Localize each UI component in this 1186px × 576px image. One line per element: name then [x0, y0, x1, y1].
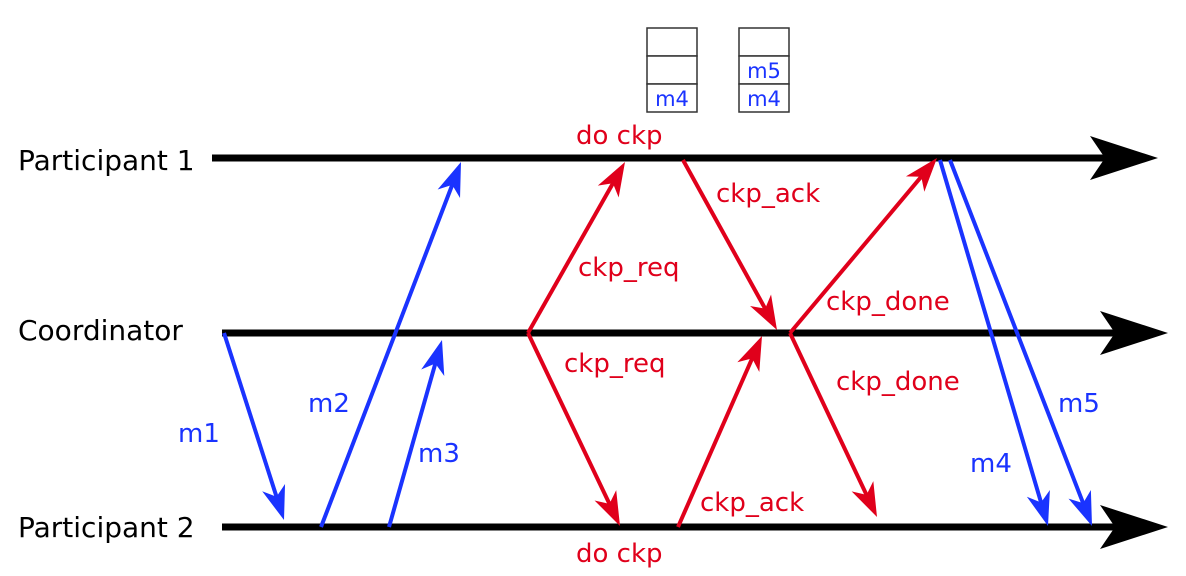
queue-slot: [646, 55, 698, 85]
message-m3-label: m3: [418, 439, 460, 469]
ckp-done-to-participant-1-arrow-head: [905, 158, 937, 192]
ckp-ack-from-participant-2-arrow-shaft: [676, 356, 755, 528]
message-m5-arrow-shaft: [948, 159, 1086, 505]
message-m3-arrow-head: [421, 340, 445, 376]
timelines: [212, 136, 1168, 549]
ckp-ack-from-participant-1-arrow-shaft: [681, 159, 768, 311]
message-m2-arrow-shaft: [319, 183, 455, 528]
coordinator-label: Coordinator: [18, 314, 183, 347]
timeline-participant-1-arrowhead: [1090, 136, 1158, 180]
queue-slot: [738, 83, 790, 113]
message-m3-arrow: [387, 340, 445, 528]
ckp-ack-from-participant-2-label: ckp_ack: [700, 488, 804, 518]
ckp-ack-from-participant-1-arrow-head: [750, 294, 777, 330]
message-queue-1: m4: [646, 27, 698, 113]
ckp-req-to-participant-1-arrow: [526, 162, 625, 334]
message-m1-label: m1: [178, 419, 220, 449]
ckp-ack-from-participant-2-arrow-head: [737, 336, 762, 372]
timeline-coordinator-arrowhead: [1100, 311, 1168, 355]
message-m1-arrow-shaft: [222, 332, 279, 498]
ckp-req-to-participant-2-arrow-shaft: [526, 332, 612, 506]
message-queue-2: m5 m4: [738, 27, 790, 113]
queue-slot: [738, 27, 790, 57]
message-m5-arrow: [948, 159, 1092, 526]
application-message-arrows: [222, 159, 1092, 528]
queue-slot: [646, 27, 698, 57]
ckp-done-to-participant-1-arrow: [788, 158, 937, 335]
participant-2-label: Participant 2: [18, 511, 195, 544]
timeline-participant-2-arrowhead: [1100, 505, 1168, 549]
ckp-req-to-participant-1-label: ckp_req: [578, 253, 679, 283]
message-m1-arrow-head: [262, 483, 286, 520]
ckp-done-to-participant-1-arrow-shaft: [788, 174, 924, 335]
queue-slot: [646, 83, 698, 113]
ckp-req-to-participant-1-arrow-shaft: [526, 181, 615, 334]
message-m4-label: m4: [970, 449, 1012, 479]
message-m2-arrow-head: [437, 162, 461, 199]
queue-slot-text: m4: [747, 87, 781, 111]
ckp-done-to-participant-2-arrow-shaft: [788, 332, 869, 497]
message-m4-arrow: [938, 159, 1050, 526]
do-ckp-participant-2-label: do ckp: [576, 539, 663, 569]
ckp-req-to-participant-1-arrow-head: [597, 162, 625, 198]
participant-1-label: Participant 1: [18, 144, 195, 177]
message-m4-arrow-shaft: [938, 159, 1044, 504]
queue-slot: [738, 55, 790, 85]
ckp-req-to-participant-2-label: ckp_req: [564, 349, 665, 379]
message-m2-label: m2: [308, 389, 350, 419]
ckp-done-to-participant-2-arrow-head: [851, 481, 877, 517]
ckp-req-to-participant-2-arrow-head: [594, 490, 620, 526]
ckp-done-to-participant-2-label: ckp_done: [836, 367, 960, 397]
message-m3-arrow-shaft: [387, 362, 438, 528]
queue-slot-text: m5: [747, 59, 781, 83]
message-m5-label: m5: [1058, 389, 1100, 419]
message-m1-arrow: [222, 332, 286, 520]
message-m4-arrow-head: [1026, 489, 1050, 526]
protocol-message-arrows: [526, 158, 937, 528]
do-ckp-participant-1-label: do ckp: [576, 121, 663, 151]
message-m2-arrow: [319, 162, 461, 528]
ckp-req-to-participant-2-arrow: [526, 332, 620, 526]
ckp-done-to-participant-2-arrow: [788, 332, 877, 517]
ckp-ack-from-participant-1-label: ckp_ack: [716, 179, 820, 209]
message-m5-arrow-head: [1068, 489, 1092, 526]
ckp-ack-from-participant-2-arrow: [676, 336, 762, 528]
queue-slot-text: m4: [655, 87, 689, 111]
ckp-done-to-participant-1-label: ckp_done: [826, 287, 950, 317]
ckp-ack-from-participant-1-arrow: [681, 159, 777, 330]
